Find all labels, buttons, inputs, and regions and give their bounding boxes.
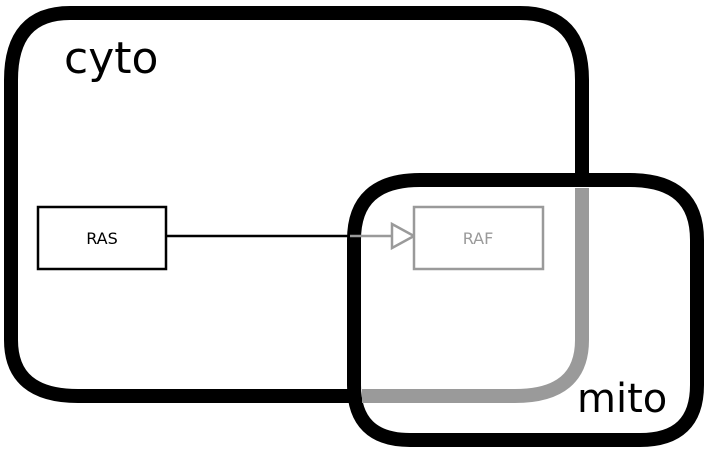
- node-raf-box[interactable]: [412, 205, 545, 271]
- node-ras-box[interactable]: [36, 205, 168, 271]
- node-ras-label: RAS: [86, 229, 118, 248]
- node-raf-label: RAF: [463, 229, 494, 248]
- cyto-compartment-border-overlap: [362, 188, 589, 403]
- mito-label: mito: [577, 376, 667, 422]
- edge-ras-raf-arrowhead: [390, 221, 417, 251]
- cyto-label: cyto: [64, 33, 158, 84]
